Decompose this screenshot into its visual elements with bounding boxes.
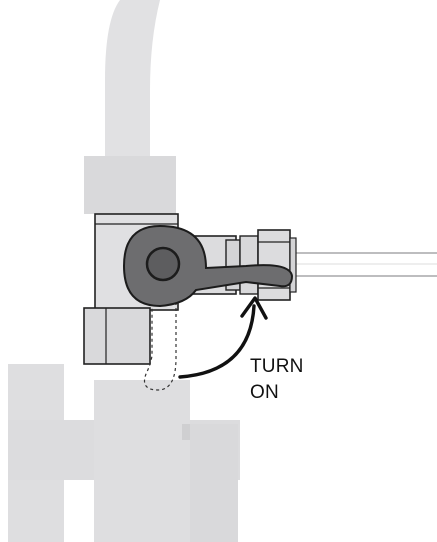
turn-on-label-line1: TURN (250, 356, 304, 377)
lower-hex-nut (83, 307, 151, 365)
turn-on-label-line2: ON (250, 382, 279, 403)
curved-arrow-up-icon (178, 296, 268, 379)
lower-flange (8, 364, 240, 542)
upper-coupling-nut (84, 156, 176, 214)
outlet-supply-tube (290, 252, 437, 278)
valve-handle (122, 224, 294, 308)
handle-off-position-outline (143, 299, 177, 391)
upper-supply-pipe (105, 0, 160, 170)
